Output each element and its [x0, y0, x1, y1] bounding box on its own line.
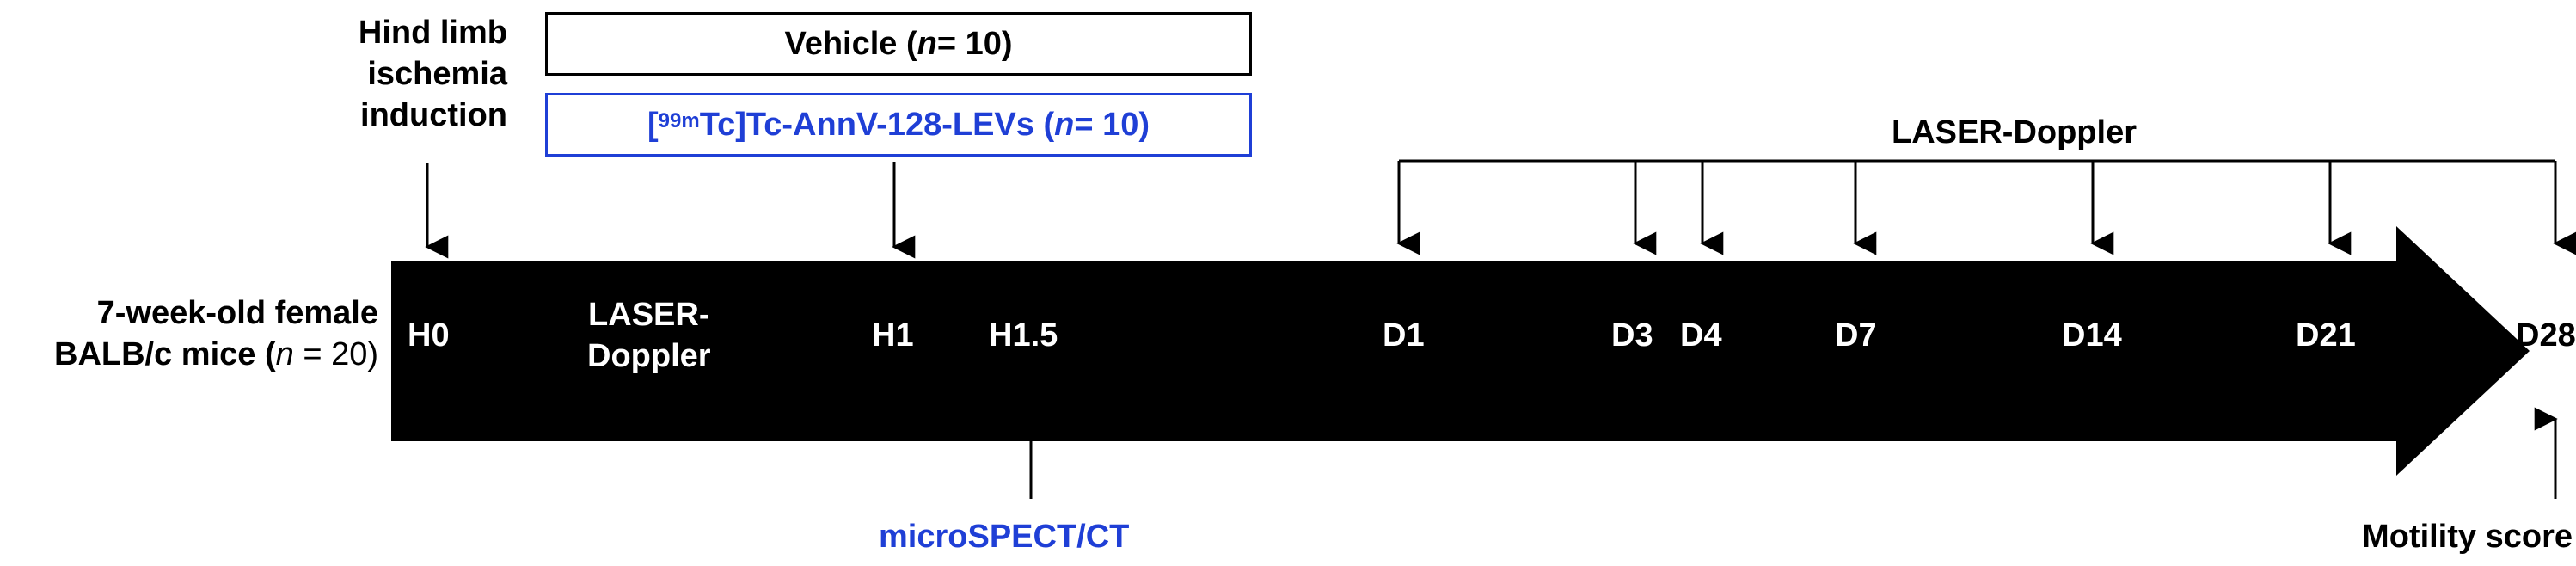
timepoint-d4: D4 — [1680, 317, 1722, 354]
timepoint-d28: D28 — [2516, 317, 2576, 354]
vehicle-n: n — [917, 25, 937, 62]
laser-doppler-title: LASER-Doppler — [1892, 114, 2137, 151]
timepoint-h1: H1 — [872, 317, 914, 354]
timepoint-d21: D21 — [2296, 317, 2356, 354]
timepoint-h1-5: H1.5 — [989, 317, 1058, 354]
motility-score-label: Motility score — [2362, 519, 2573, 555]
induction-line-1: Hind limb — [358, 15, 507, 51]
timepoint-d1: D1 — [1383, 317, 1425, 354]
microspect-label: microSPECT/CT — [879, 519, 1130, 555]
induction-line-3: induction — [360, 97, 507, 133]
treatment-bracket: [ — [647, 106, 659, 143]
subjects-line-1: 7-week-old female — [96, 295, 378, 331]
induction-label: Hind limb ischemia induction — [359, 12, 507, 136]
vehicle-group-box: Vehicle (n = 10) — [545, 12, 1252, 76]
timepoint-d7: D7 — [1835, 317, 1877, 354]
induction-line-2: ischemia — [367, 56, 507, 92]
timeline-arrow — [391, 226, 2530, 476]
laser-doppler-bracket — [1396, 159, 2576, 255]
treatment-label: Tc]Tc-AnnV-128-LEVs ( — [699, 106, 1055, 143]
timepoint-h0: H0 — [408, 317, 450, 354]
vehicle-label: Vehicle ( — [784, 25, 917, 62]
subjects-line-2: BALB/c mice (n = 20) — [54, 336, 378, 372]
laser-doppler-inline-label: LASER- Doppler — [587, 294, 711, 377]
subjects-label: 7-week-old female BALB/c mice (n = 20) — [54, 292, 378, 375]
vehicle-count: = 10) — [936, 25, 1013, 62]
timepoint-d14: D14 — [2062, 317, 2122, 354]
timepoint-d3: D3 — [1611, 317, 1653, 354]
treatment-isotope-sup: 99m — [658, 109, 700, 132]
treatment-count: = 10) — [1074, 106, 1150, 143]
treatment-n: n — [1054, 106, 1075, 143]
laser-inline-line-2: Doppler — [587, 338, 711, 374]
laser-inline-line-1: LASER- — [588, 297, 710, 333]
